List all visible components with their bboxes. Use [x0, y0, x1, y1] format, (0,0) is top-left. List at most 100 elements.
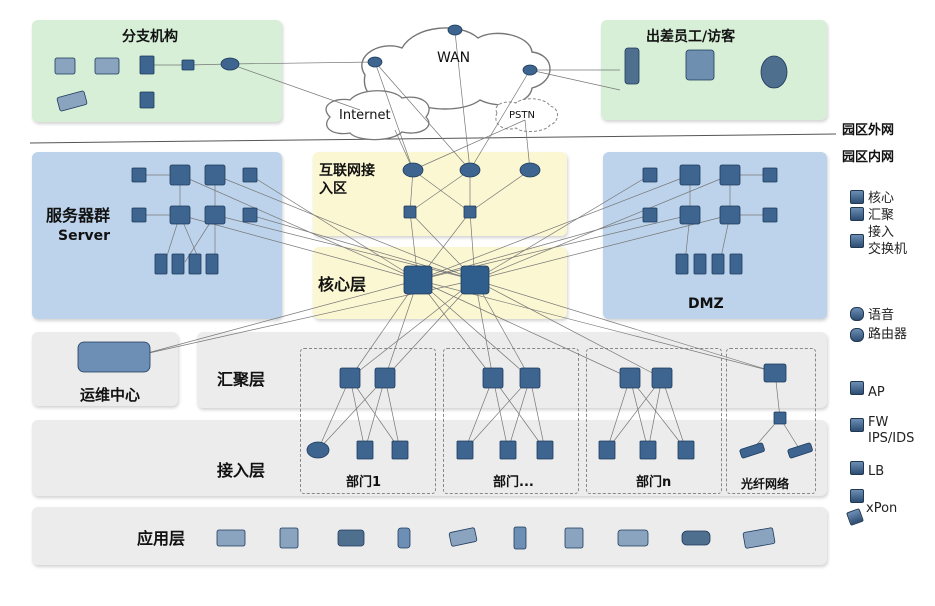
application-label: 应用层	[137, 529, 186, 548]
dept-1-label: 部门1	[346, 475, 382, 490]
legend-voice: 语音	[868, 308, 895, 323]
router-icon	[220, 57, 240, 71]
voice-gateway-icon	[850, 307, 864, 321]
router-icon	[447, 24, 463, 36]
legend-agg: 汇聚	[868, 208, 895, 223]
agg-switch-icon	[339, 367, 361, 389]
onu-icon	[787, 442, 813, 459]
inside-label: 园区内网	[842, 150, 895, 165]
legend-core: 核心	[868, 191, 895, 206]
splitter-icon	[773, 411, 787, 425]
dept-n-box	[586, 348, 722, 494]
device-icons	[54, 24, 813, 550]
onu-icon	[739, 442, 765, 459]
agg-switch-icon	[651, 367, 673, 389]
core-switch-icon	[460, 265, 490, 295]
boundary-line	[29, 133, 837, 144]
firewall-icon	[850, 418, 864, 432]
server-en-label: Server	[58, 228, 111, 244]
laptop-icon	[448, 527, 478, 547]
dept-n-label: 部门n	[636, 475, 672, 490]
access-switch-icon	[598, 440, 616, 460]
server-icon	[675, 253, 689, 275]
core-label: 核心层	[318, 275, 367, 294]
device-icon	[762, 207, 778, 223]
mobile-user-icon	[760, 55, 788, 89]
access-switch-icon	[850, 234, 864, 248]
ip-phone-icon	[216, 529, 246, 547]
access-switch-icon	[356, 440, 374, 460]
ops-center-icon	[77, 341, 151, 373]
dmz-label: DMZ	[688, 296, 724, 312]
wan-label: WAN	[437, 50, 471, 66]
router-icon	[522, 64, 538, 76]
internet-access-label-2: 入区	[319, 181, 347, 197]
access-switch-icon	[677, 440, 695, 460]
router-icon	[459, 162, 481, 178]
router-icon	[850, 328, 864, 342]
agg-switch-icon	[482, 367, 504, 389]
pstn-label: PSTN	[509, 110, 535, 121]
load-balancer-icon	[850, 461, 864, 475]
server-cn-label: 服务器群	[46, 206, 111, 225]
device-icon	[131, 167, 147, 183]
legend-lb: LB	[868, 464, 885, 479]
core-switch-icon	[679, 164, 701, 186]
device-icon	[131, 207, 147, 223]
access-switch-icon	[456, 440, 474, 460]
router-icon	[367, 56, 383, 68]
legend-access-1: 接入	[868, 225, 895, 240]
agg-switch-icon	[204, 205, 226, 225]
legend-access-2: 交换机	[868, 242, 908, 257]
mobile-icon	[513, 526, 527, 550]
dept-1-box	[300, 348, 436, 494]
agg-switch-icon	[619, 367, 641, 389]
branch-label: 分支机构	[122, 29, 178, 45]
ap-icon	[850, 381, 864, 395]
server-icon	[205, 253, 219, 275]
ap-icon	[139, 91, 155, 109]
camera-icon	[681, 530, 711, 546]
core-switch-icon	[850, 190, 864, 204]
fiber-network-label: 光纤网络	[741, 477, 790, 491]
internet-access-label-1: 互联网接	[319, 163, 375, 179]
core-switch-icon	[169, 164, 191, 186]
legend-xpon: xPon	[866, 501, 898, 516]
device-icon	[642, 167, 658, 183]
device-icon	[242, 207, 258, 223]
agg-switch-icon	[519, 367, 541, 389]
legend-router: 路由器	[868, 327, 908, 342]
terminal-icon	[564, 527, 584, 549]
phone-icon	[617, 529, 649, 547]
access-label: 接入层	[217, 461, 266, 480]
internet-label: Internet	[339, 108, 391, 123]
pstn-cloud-icon	[495, 98, 558, 133]
access-switch-icon	[391, 440, 409, 460]
device-icon	[242, 167, 258, 183]
agg-switch-icon	[374, 367, 396, 389]
aggregation-label: 汇聚层	[217, 370, 266, 389]
terminal-icon	[279, 527, 299, 549]
server-zone	[32, 152, 282, 319]
agg-switch-icon	[679, 205, 701, 225]
firewall-icon	[463, 205, 477, 219]
phone-icon	[54, 57, 76, 75]
router-icon	[306, 441, 330, 459]
aggregation-zone	[197, 332, 827, 408]
visitor-icon	[685, 49, 715, 81]
dept-mid-box	[443, 348, 579, 494]
access-zone	[32, 420, 827, 496]
core-switch-icon	[403, 265, 433, 295]
firewall-icon	[403, 205, 417, 219]
server-icon	[154, 253, 168, 275]
server-icon	[729, 253, 743, 275]
traveler-icon	[624, 47, 640, 85]
agg-switch-icon	[169, 205, 191, 225]
agg-switch-icon	[850, 207, 864, 221]
server-icon	[693, 253, 707, 275]
fiber-network-box	[726, 348, 816, 494]
server-icon	[188, 253, 202, 275]
access-switch-icon	[639, 440, 657, 460]
ip-phone-icon	[94, 57, 120, 75]
